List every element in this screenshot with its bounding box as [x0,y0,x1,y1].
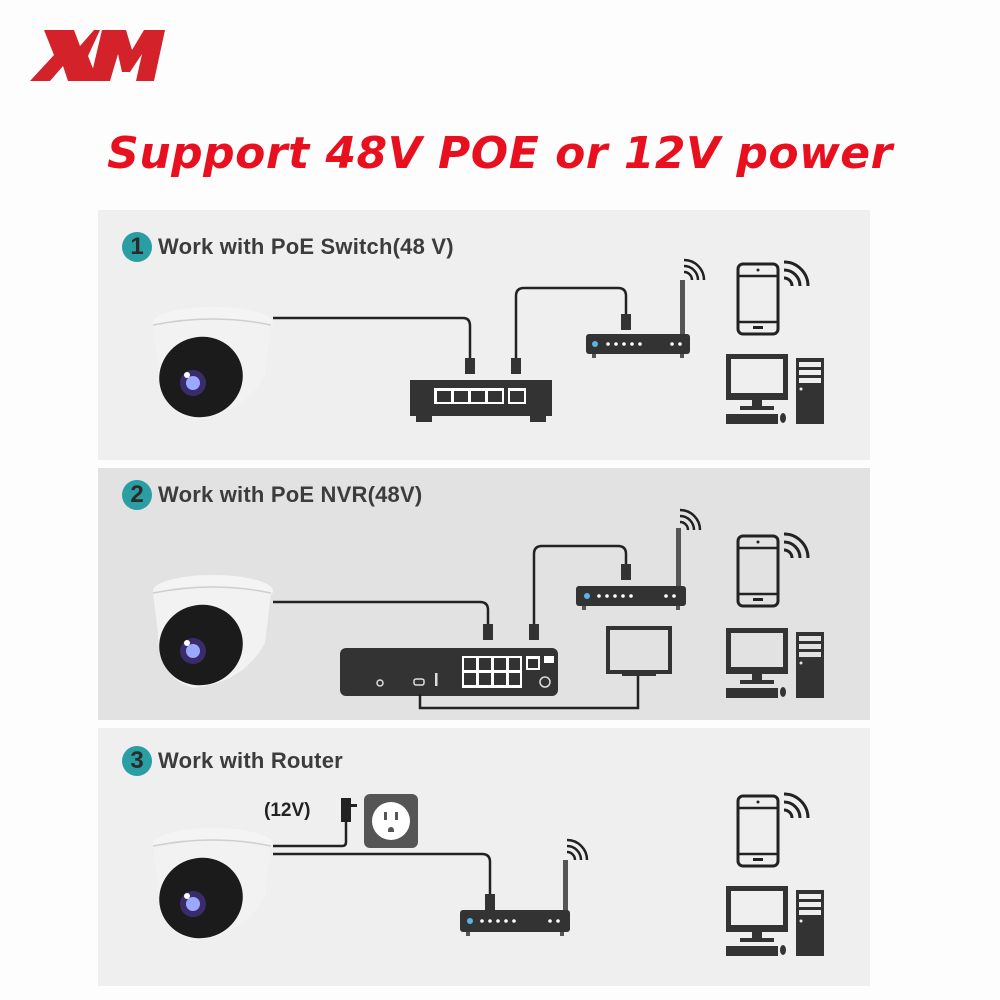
poe-nvr-icon [340,648,558,696]
xm-logo [30,30,165,81]
step-badge: 2 [122,480,152,510]
monitor-icon [606,626,672,676]
wall-outlet-icon [364,794,418,848]
diagram-poe-nvr [152,508,824,710]
panel-title: Work with Router [158,748,343,773]
desktop-computer-icon [726,886,824,956]
dome-camera-icon [152,575,273,688]
dome-camera-icon [152,828,273,941]
dome-camera-icon [152,307,273,420]
wifi-router-icon [460,838,589,936]
poe-switch-icon [410,380,552,422]
diagram-router [152,792,824,956]
panel-router: 3 Work with Router (12V) [98,728,870,986]
wifi-router-icon [586,258,706,358]
panel-poe-nvr: 2 Work with PoE NVR(48V) [98,468,870,720]
panel-title: Work with PoE Switch(48 V) [158,234,454,259]
diagram-poe-switch [152,258,824,424]
step-badge: 1 [122,232,152,262]
smartphone-icon [736,532,810,608]
wifi-router-icon [576,508,702,610]
desktop-computer-icon [726,354,824,424]
power-adapter-icon [341,798,357,822]
panel-title: Work with PoE NVR(48V) [158,482,423,507]
smartphone-icon [736,260,810,336]
desktop-computer-icon [726,628,824,698]
smartphone-icon [736,792,810,868]
power-label: (12V) [264,800,311,821]
step-badge: 3 [122,746,152,776]
headline: Support 48V POE or 12V power [107,128,893,179]
panel-poe-switch: 1 Work with PoE Switch(48 V) [98,210,870,460]
